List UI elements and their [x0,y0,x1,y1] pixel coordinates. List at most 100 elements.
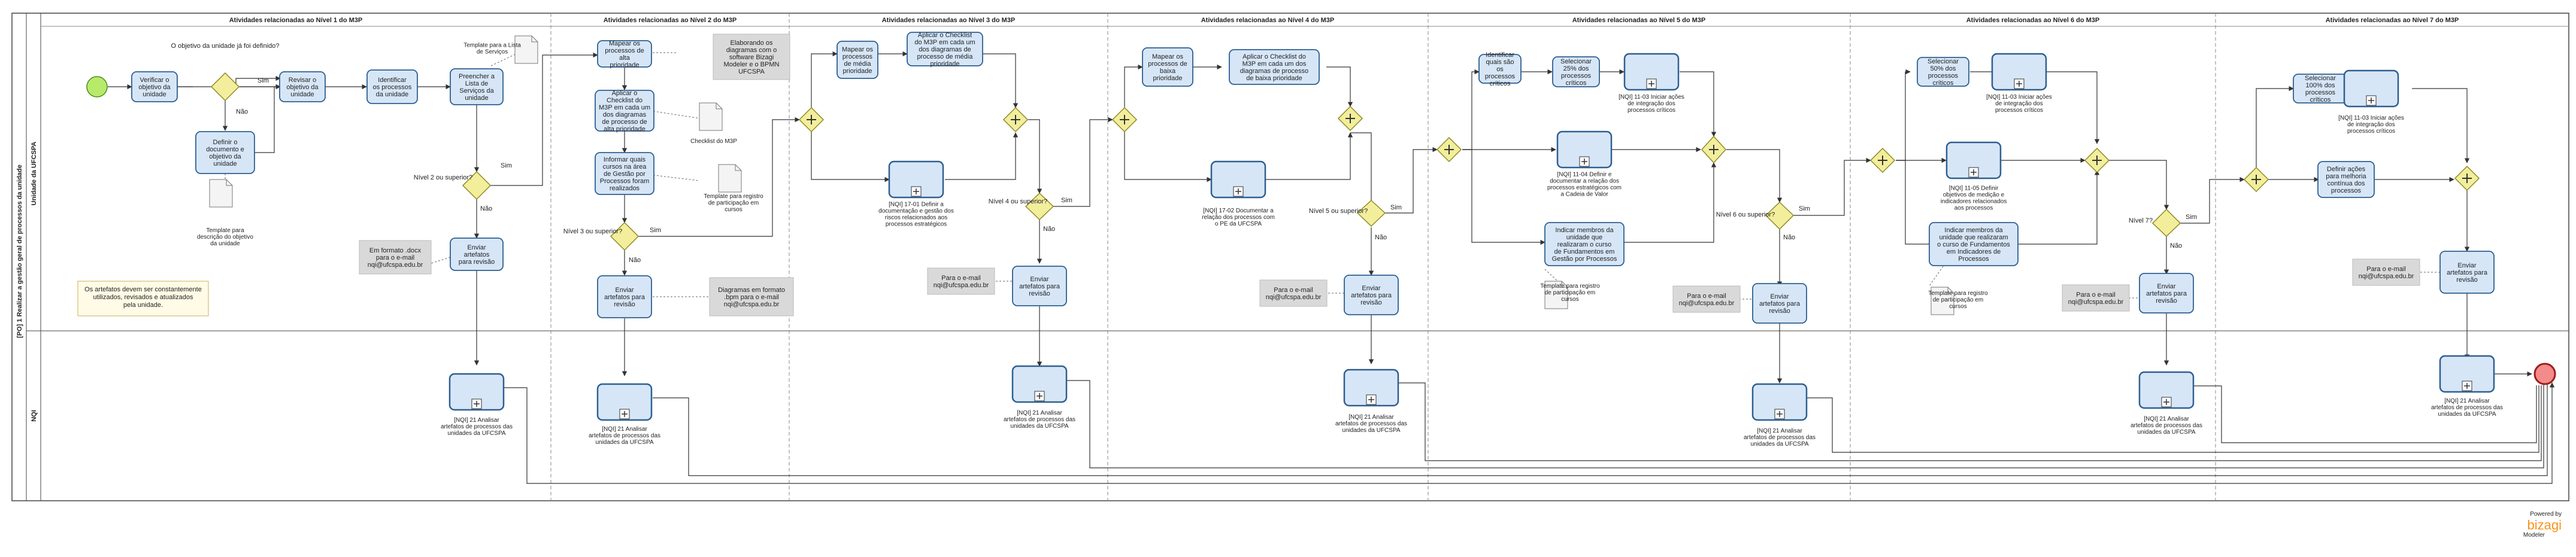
task-box[interactable] [2439,251,2495,294]
parallel-gateway [1869,147,1896,174]
subprocess-box[interactable] [1991,53,2047,91]
plus-icon-mark [1971,169,1977,175]
subprocess-box[interactable] [1556,130,1613,169]
subprocess-box[interactable] [1210,160,1266,199]
milestone-title: Atividades relacionadas ao Nível 6 do M3… [1966,17,2100,24]
subprocess-box[interactable] [1011,365,1068,403]
subprocess-box[interactable] [2439,355,2495,393]
gateway-label: Nível 4 ou superior? [989,198,1047,205]
task-box[interactable] [1478,54,1522,84]
subprocess-box[interactable] [2343,69,2399,108]
document-fold [735,165,741,171]
flow-line [638,117,800,237]
parallel-gateway [1701,135,1727,164]
task-box[interactable] [195,131,255,174]
task-box[interactable] [1142,47,1193,87]
task-box[interactable] [2317,161,2375,198]
task-box[interactable] [1229,49,1320,85]
task-box[interactable] [1012,266,1067,306]
milestones: Atividades relacionadas ao Nível 1 do M3… [229,13,2459,501]
task-box[interactable] [597,275,652,318]
plus-icon-mark [1581,159,1587,165]
subprocess-box[interactable] [888,160,944,199]
task-box[interactable] [1752,283,1807,324]
gateway-level-3: Nível 3 ou superior? [563,221,640,251]
task-box[interactable] [1929,222,2019,266]
task-box[interactable] [279,71,326,102]
task-box[interactable] [2139,273,2194,313]
subprocess-box[interactable] [596,383,653,421]
task-box[interactable] [131,71,178,102]
task-box[interactable] [1344,275,1399,315]
end-event [2533,363,2556,385]
associations [225,52,2440,300]
task-box[interactable] [907,32,983,66]
task-box[interactable] [366,69,418,104]
subprocess-box[interactable] [448,373,505,411]
flow-label-yes: Sim [650,227,661,234]
task-box[interactable] [597,40,652,68]
task-box[interactable] [1544,222,1625,266]
task-box[interactable] [837,41,878,79]
bizagi-name: bizagi [2527,518,2562,532]
svg-text:Nível 2 ou superior?: Nível 2 ou superior? [414,174,472,181]
subprocess-box[interactable] [2138,371,2195,409]
task-box[interactable] [595,90,654,132]
task-box[interactable] [1917,57,1969,87]
subprocess-box[interactable] [1945,141,2002,179]
subprocess-box[interactable] [1751,383,1808,421]
task-box[interactable] [595,152,654,195]
task-box[interactable] [450,238,504,271]
subprocess-box[interactable] [1343,369,1399,407]
subprocess-box[interactable] [1623,53,1680,91]
task-box[interactable] [1552,56,1600,87]
task-box[interactable] [450,68,504,105]
